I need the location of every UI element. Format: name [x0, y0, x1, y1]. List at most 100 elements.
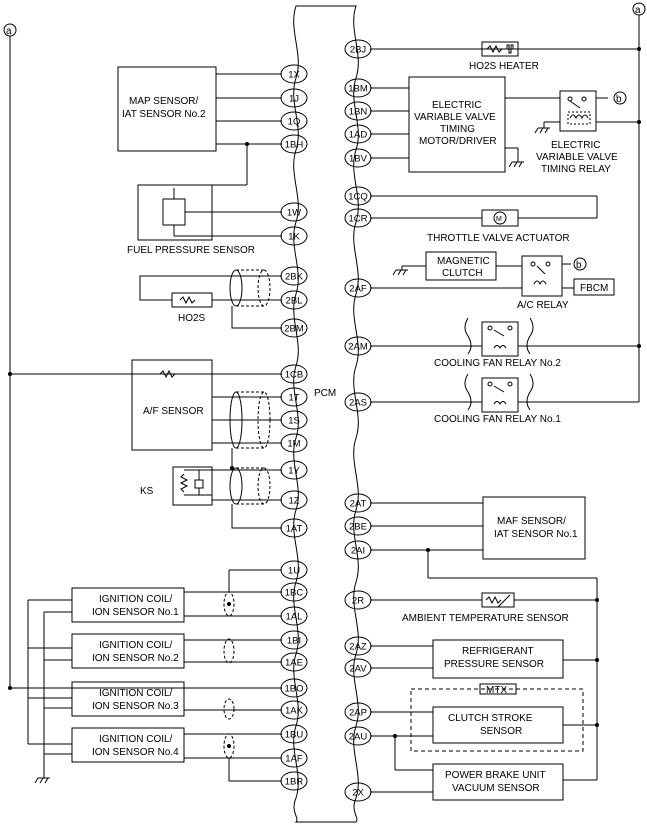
pin-label-2as: 2AS [349, 398, 367, 409]
pin-label-1ae: 1AE [285, 658, 303, 669]
marker-b-1 [613, 91, 627, 105]
pin-label-1ad: 1AD [349, 130, 368, 141]
evvt-relay-label-3: TIMING RELAY [541, 164, 611, 175]
pin-label-2ai: 2AI [351, 546, 365, 557]
pin-label-2x: 2X [352, 788, 364, 799]
fbcm-box [573, 278, 615, 296]
map-sensor-label-1: MAP SENSOR/ [129, 96, 198, 107]
pin-label-2be: 2BE [349, 522, 367, 533]
af-sensor-box [131, 359, 213, 451]
right-connector-pins: 2BJ1BM1BN1AD1BV1CQ1CR2AF2AM2AS2AT2BE2AI2… [344, 39, 372, 802]
pin-label-2at: 2AT [350, 499, 367, 510]
pin-label-1bh: 1BH [285, 140, 304, 151]
evvt-relay-label-2: VARIABLE VALVE [536, 152, 618, 163]
ign1-label-1: IGNITION COIL/ [99, 594, 173, 605]
ignition-coil-2-box [71, 633, 185, 669]
ignition-coil-4-box [71, 727, 185, 763]
clutch-label-2: SENSOR [480, 726, 522, 737]
pin-label-1bc: 1BC [285, 588, 304, 599]
evvt-label-3: TIMING [440, 124, 475, 135]
maf-label-2: IAT SENSOR No.1 [494, 529, 578, 540]
ac-relay-label: A/C RELAY [517, 300, 569, 311]
fan2-label: COOLING FAN RELAY No.2 [434, 358, 561, 369]
marker-b-1-label: b [616, 94, 622, 105]
mag-clutch-label-1: MAGNETIC [437, 256, 490, 267]
ac-relay-box [521, 255, 563, 297]
mtx-label: MTX [486, 685, 507, 696]
ignition-coil-1-box [71, 587, 185, 623]
ho2s-element [171, 292, 213, 308]
ks-box [172, 466, 213, 506]
cooling-fan-relay-1-box [481, 377, 519, 413]
brake-label-2: VACUUM SENSOR [452, 783, 540, 794]
svg-text:M: M [496, 216, 502, 223]
pin-label-2bl: 2BL [286, 296, 303, 307]
pin-label-1cq: 1CQ [348, 192, 368, 203]
maf-label-1: MAF SENSOR/ [497, 516, 566, 527]
pin-label-1cr: 1CR [348, 214, 367, 225]
pcm-label: PCM [314, 388, 336, 399]
evvt-label-4: MOTOR/DRIVER [419, 136, 497, 147]
pin-label-1bi: 1BI [287, 636, 301, 647]
fuel-pressure-label: FUEL PRESSURE SENSOR [127, 245, 255, 256]
pin-label-1ak: 1AK [285, 706, 304, 717]
clutch-label-1: CLUTCH STROKE [448, 713, 533, 724]
pin-label-1k: 1K [288, 232, 300, 243]
map-sensor-box [117, 66, 217, 152]
pin-label-2r: 2R [352, 596, 364, 607]
pin-label-1s: 1S [288, 416, 300, 427]
brake-label-1: POWER BRAKE UNIT [445, 770, 546, 781]
fbcm-label: FBCM [580, 283, 608, 294]
marker-b-2-label: b [576, 260, 582, 271]
mtx-enclosure [410, 688, 584, 752]
evvt-relay-box [559, 90, 597, 132]
cooling-fan-relay-2-box [481, 321, 519, 357]
ign4-label-1: IGNITION COIL/ [99, 734, 173, 745]
refrig-label-2: PRESSURE SENSOR [444, 659, 544, 670]
af-sensor-label: A/F SENSOR [143, 406, 204, 417]
pcm-body [293, 5, 359, 823]
pin-label-2bk: 2BK [285, 272, 304, 283]
pin-label-1br: 1BR [285, 777, 304, 788]
evvt-label-1: ELECTRIC [432, 100, 481, 111]
marker-a-left-label: a [6, 26, 12, 37]
evvt-motor-box [408, 76, 506, 173]
pin-label-2au: 2AU [349, 732, 368, 743]
pin-label-1u: 1U [288, 566, 300, 577]
ign2-label-1: IGNITION COIL/ [99, 640, 173, 651]
ks-label: KS [140, 486, 154, 497]
pin-label-1z: 1Z [288, 496, 299, 507]
pin-label-1w: 1W [287, 208, 301, 219]
pin-label-2ap: 2AP [349, 708, 367, 719]
refrigerant-sensor-box [432, 639, 564, 679]
marker-b-2 [573, 257, 587, 271]
pin-label-1bv: 1BV [349, 154, 368, 165]
pin-label-1j: 1J [289, 94, 299, 105]
ho2s-heater-element [481, 41, 519, 57]
pin-label-1al: 1AL [286, 612, 303, 623]
evvt-relay-label-1: ELECTRIC [551, 140, 600, 151]
pin-label-1q: 1Q [288, 117, 301, 128]
map-sensor-label-2: IAT SENSOR No.2 [122, 109, 206, 120]
ign3-label-2: ION SENSOR No.3 [92, 701, 179, 712]
pin-label-2af: 2AF [349, 284, 367, 295]
brake-vacuum-sensor-box [432, 763, 564, 801]
throttle-actuator-box [481, 209, 519, 227]
pin-label-1at: 1AT [286, 524, 303, 535]
pin-label-1t: 1T [288, 393, 299, 404]
pin-label-1cb: 1CB [285, 370, 303, 381]
pin-label-1y: 1Y [288, 466, 300, 477]
pin-label-1bo: 1BO [284, 684, 303, 695]
pin-label-1bm: 1BM [348, 84, 368, 95]
ignition-coil-3-box [71, 681, 185, 717]
pin-label-2bj: 2BJ [350, 45, 367, 56]
refrig-label-1: REFRIGERANT [462, 646, 534, 657]
mag-clutch-label-2: CLUTCH [442, 268, 483, 279]
pin-label-1m: 1M [287, 439, 300, 450]
pin-label-2am: 2AM [348, 342, 368, 353]
pin-label-1x: 1X [288, 70, 300, 81]
ambient-label: AMBIENT TEMPERATURE SENSOR [402, 613, 569, 624]
ign4-label-2: ION SENSOR No.4 [92, 747, 179, 758]
